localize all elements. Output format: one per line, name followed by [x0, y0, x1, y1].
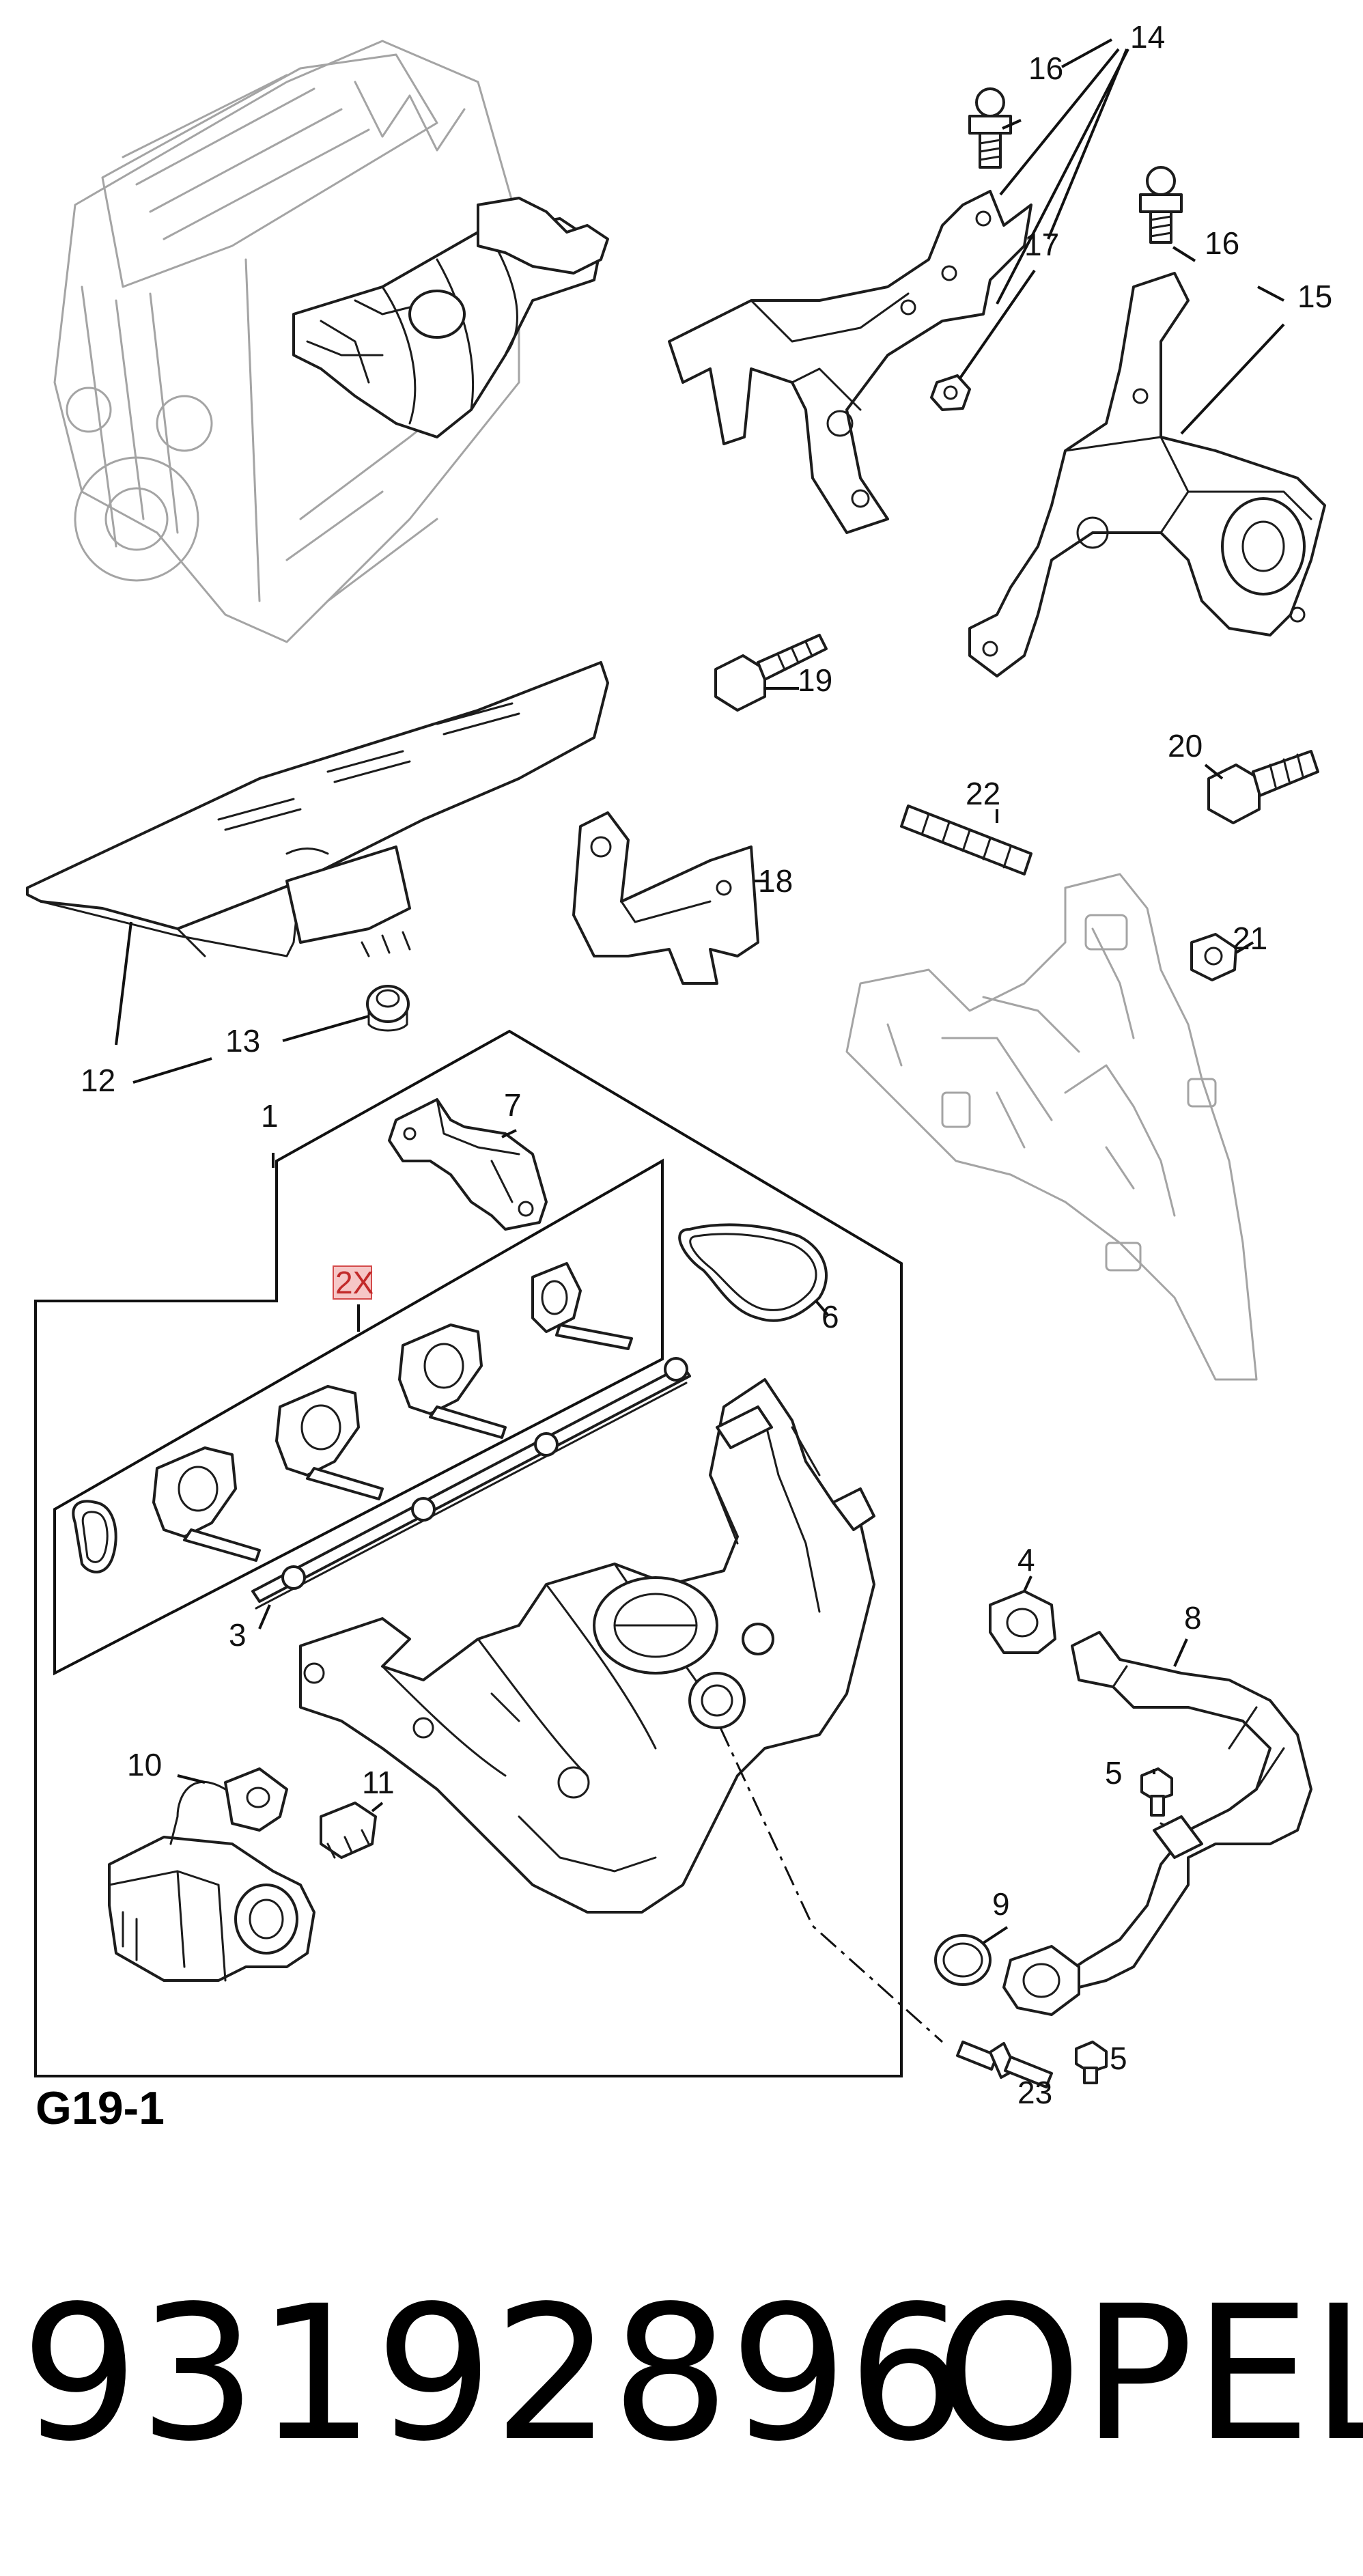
callout-16-a: 16: [1028, 51, 1063, 86]
highlight-box-2x: [333, 1265, 372, 1300]
callout-11: 11: [362, 1765, 395, 1800]
intake-manifold: [299, 1378, 875, 1914]
callout-21: 21: [1233, 921, 1267, 956]
engine-block-reference: [53, 40, 520, 643]
callout-1: 1: [261, 1098, 279, 1134]
gasket-4: [989, 1590, 1056, 1654]
port-gasket-1: [72, 1500, 117, 1573]
engine-intake-manifold-highlight: [292, 197, 609, 438]
part-number: 93192896: [20, 2267, 966, 2482]
callout-7: 7: [504, 1087, 522, 1123]
bracket-18: [572, 811, 759, 985]
diagram-code: G19-1: [36, 2082, 165, 2134]
callout-numbers: 1 2X 3 4 5 5 6 7 8 9 10 11 12 13 14 15 1…: [81, 19, 1332, 2110]
port-gasket-2: [152, 1446, 261, 1562]
kit-boundary: [34, 1029, 903, 2077]
egr-pipe-8: [1002, 1631, 1312, 2016]
callout-10: 10: [127, 1747, 162, 1782]
bolt-5-b: [1075, 2041, 1108, 2084]
callout-13: 13: [225, 1023, 260, 1059]
callout-19: 19: [798, 662, 832, 698]
callout-5-a: 5: [1105, 1755, 1123, 1791]
stud-23: [956, 2041, 1053, 2088]
callout-4: 4: [1017, 1542, 1035, 1578]
bracket-15: [968, 272, 1326, 677]
bolt-5-a: [1140, 1767, 1173, 1817]
exhaust-manifold-reference: [845, 873, 1258, 1381]
engine-cover-12: [26, 661, 609, 957]
port-gasket-3: [275, 1385, 384, 1500]
grommet-13: [366, 985, 410, 1032]
callout-20: 20: [1168, 728, 1203, 764]
sensor-7: [388, 1098, 548, 1231]
nut-21: [1190, 933, 1237, 981]
leader-lines: [115, 38, 1285, 1944]
callout-5-b: 5: [1110, 2041, 1127, 2076]
callout-2x: 2X: [335, 1265, 374, 1300]
bracket-14: [668, 190, 1032, 534]
callout-12: 12: [81, 1063, 115, 1098]
callout-23: 23: [1017, 2075, 1052, 2110]
stud-22: [900, 804, 1032, 876]
stud-16-a: [968, 87, 1012, 169]
callout-9: 9: [992, 1886, 1010, 1922]
callout-16-b: 16: [1205, 225, 1239, 261]
callout-17: 17: [1024, 227, 1059, 262]
clip-11: [320, 1802, 377, 1859]
callout-8: 8: [1184, 1600, 1202, 1636]
throttle-body-10: [108, 1767, 315, 1982]
nut-17: [930, 374, 971, 411]
callout-18: 18: [758, 863, 793, 899]
port-gasket-4: [398, 1324, 507, 1439]
bolt-19: [714, 634, 828, 712]
callout-15: 15: [1297, 279, 1332, 314]
bolt-20: [1207, 750, 1319, 824]
gasket-kit-boundary: [53, 1158, 664, 1676]
brand-name: OPEL: [936, 2267, 1363, 2482]
gasket-6: [678, 1223, 828, 1322]
callout-6: 6: [821, 1299, 839, 1334]
seal-ring-9: [934, 1934, 992, 1986]
alignment-line: [719, 1727, 944, 2043]
callout-3: 3: [229, 1617, 247, 1653]
callout-14: 14: [1130, 19, 1165, 55]
stud-16-b: [1139, 166, 1183, 244]
fuel-rail-3: [251, 1357, 691, 1610]
callout-22: 22: [966, 776, 1000, 811]
port-gasket-5: [531, 1262, 633, 1350]
